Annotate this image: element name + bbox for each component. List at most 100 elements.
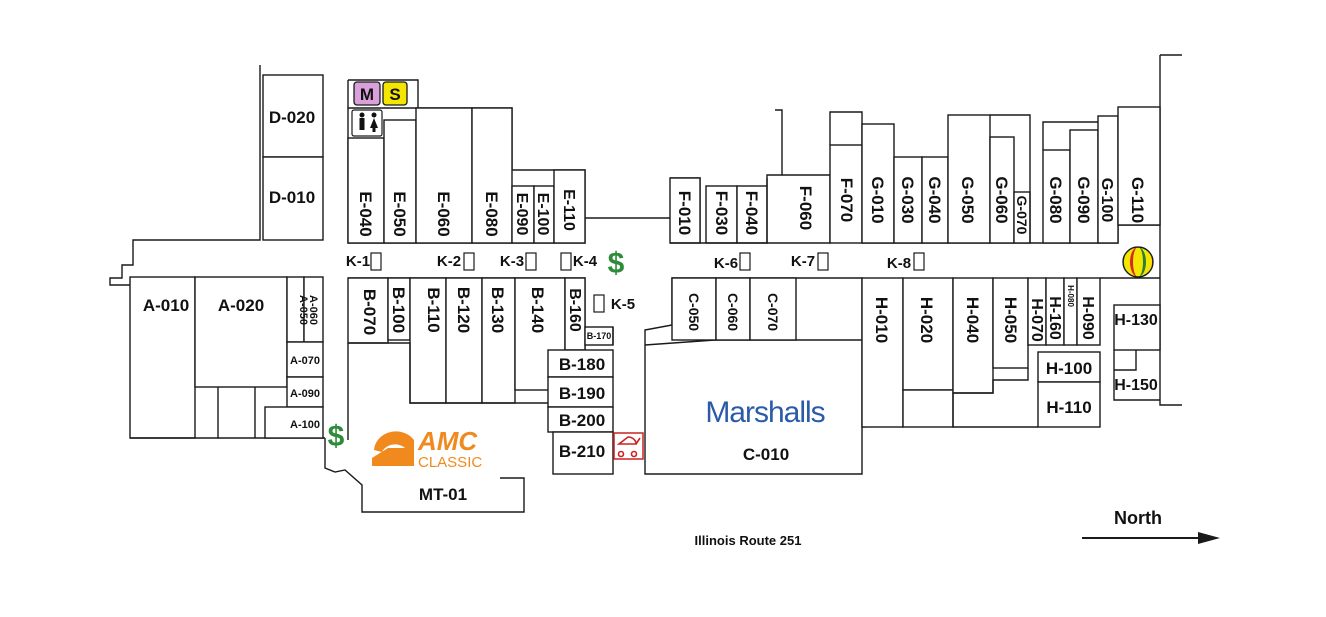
unit-b200[interactable] [547, 406, 614, 433]
unit-label: E-100 [534, 193, 551, 236]
road-label: Illinois Route 251 [695, 533, 802, 548]
unit-h090[interactable] [1076, 277, 1101, 346]
unit-label: H-010 [872, 297, 891, 343]
unit-label: B-180 [559, 355, 605, 374]
unit-label: B-130 [488, 287, 507, 333]
unit-label: B-190 [559, 384, 605, 403]
kiosk-k1[interactable] [370, 252, 382, 271]
unit-label: H-100 [1046, 359, 1092, 378]
unit-label: H-160 [1046, 296, 1063, 340]
kiosk-label: K-8 [887, 255, 911, 272]
unit-g080[interactable] [1042, 149, 1071, 244]
unit-f070[interactable] [829, 144, 863, 244]
unit-h130[interactable] [1113, 304, 1161, 351]
unit-g090[interactable] [1069, 129, 1099, 244]
atm-icon: $ [328, 420, 345, 453]
unit-label: H-130 [1114, 312, 1158, 329]
unit-h040[interactable] [952, 277, 994, 394]
unit-label: G-010 [868, 176, 887, 223]
unit-h100[interactable] [1037, 351, 1101, 383]
unit-b210[interactable] [552, 431, 614, 475]
unit-a010[interactable] [129, 276, 196, 439]
stroller-icon [616, 436, 641, 458]
unit-label: A-090 [290, 388, 320, 400]
unit-b190[interactable] [547, 376, 614, 408]
unit-label: G-100 [1098, 178, 1115, 223]
unit-label: B-140 [528, 287, 547, 333]
unit-label: F-060 [796, 186, 815, 230]
unit-b070[interactable] [347, 277, 389, 344]
unit-a070[interactable] [286, 341, 324, 378]
unit-a090[interactable] [286, 376, 324, 408]
m-badge [353, 81, 381, 106]
kiosk-k3[interactable] [525, 252, 537, 271]
unit-h010[interactable] [861, 277, 904, 428]
unit-label: H-110 [1046, 398, 1091, 417]
unit-g010[interactable] [861, 123, 895, 244]
unit-g040[interactable] [921, 156, 949, 244]
unit-label: G-110 [1128, 177, 1147, 223]
kiosk-k6[interactable] [739, 252, 751, 271]
unit-h110[interactable] [1037, 381, 1101, 428]
unit-label: C-010 [743, 445, 789, 464]
unit-label: H-080 [1066, 285, 1075, 307]
unit-label: C-070 [765, 293, 781, 331]
unit-g110[interactable] [1117, 106, 1161, 226]
unit-d010[interactable] [262, 156, 324, 241]
unit-label: G-080 [1046, 176, 1065, 223]
unit-label: MT-01 [419, 485, 467, 504]
unit-label: F-010 [675, 191, 694, 235]
unit-d020[interactable] [262, 74, 324, 158]
unit-label: B-160 [566, 288, 583, 332]
unit-label: E-060 [434, 191, 453, 236]
unit-h-south[interactable] [902, 389, 954, 428]
unit-e040[interactable] [347, 137, 385, 244]
unit-b120[interactable] [445, 277, 483, 404]
unit-a100[interactable] [264, 406, 324, 439]
kiosk-label: K-4 [573, 253, 598, 270]
unit-label: H-150 [1114, 377, 1158, 394]
unit-label: B-120 [454, 287, 473, 333]
unit-c060[interactable] [715, 277, 751, 341]
unit-label: A-050 [297, 295, 309, 325]
unit-g050[interactable] [947, 114, 991, 244]
unit-label: G-070 [1014, 196, 1030, 235]
unit-label: A-100 [290, 419, 320, 431]
unit-e050[interactable] [383, 119, 417, 244]
kiosk-k4[interactable] [560, 252, 572, 271]
unit-label: B-170 [587, 331, 612, 341]
kiosk-k7[interactable] [817, 252, 829, 271]
unit-b130[interactable] [481, 277, 516, 404]
unit-c050[interactable] [671, 277, 717, 341]
kiosk-label: K-7 [791, 253, 815, 270]
unit-label: F-040 [742, 191, 761, 235]
unit-label: B-200 [559, 411, 605, 430]
kiosk-k5[interactable] [593, 294, 605, 313]
kiosk-label: K-6 [714, 255, 738, 272]
unit-label: B-070 [360, 289, 379, 335]
s-badge [382, 81, 408, 106]
kiosk-k2[interactable] [463, 252, 475, 271]
unit-g060[interactable] [989, 136, 1015, 244]
amc-wordmark: AMC [417, 426, 478, 456]
unit-label: C-050 [686, 293, 702, 331]
unit-f040[interactable] [736, 185, 768, 244]
unit-e080[interactable] [471, 107, 513, 244]
unit-label: E-040 [356, 191, 375, 236]
unit-a020[interactable] [194, 276, 288, 388]
north-arrow-icon [1082, 532, 1220, 544]
atm-icon: $ [608, 247, 625, 280]
unit-label: B-210 [559, 442, 605, 461]
unit-label: H-070 [1028, 298, 1045, 342]
unit-label: G-040 [925, 176, 944, 223]
unit-e110[interactable] [553, 169, 586, 244]
amc-classic-label: CLASSIC [418, 454, 482, 471]
unit-label: H-020 [917, 297, 936, 343]
kiosk-label: K-3 [500, 253, 524, 270]
unit-c070[interactable] [749, 277, 797, 341]
unit-label: E-050 [390, 191, 409, 236]
kiosk-k8[interactable] [913, 252, 925, 271]
amc-logo: AMC CLASSIC [372, 426, 482, 471]
unit-e060[interactable] [415, 107, 473, 244]
kiosk-label: K-1 [346, 253, 370, 270]
